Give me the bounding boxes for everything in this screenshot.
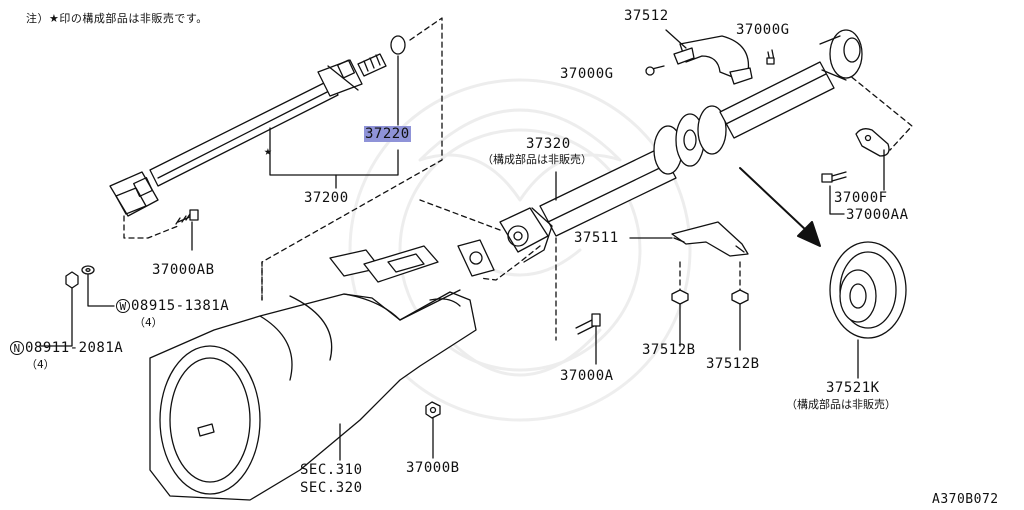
part-label-37000B[interactable]: 37000B (406, 460, 460, 476)
nut-symbol-icon: N (10, 341, 24, 355)
watermark (348, 78, 692, 422)
bracket-37512 (665, 29, 753, 85)
diagram-code: A370B072 (932, 492, 999, 507)
part-label-37512B-a[interactable]: 37512B (642, 342, 696, 358)
part-label-37200[interactable]: 37200 (304, 190, 349, 206)
part-label-37000G-left[interactable]: 37000G (560, 66, 614, 82)
qty-08911: （4） (26, 358, 55, 371)
bolt-37000A (575, 313, 601, 365)
disclaimer-note: 注）★印の構成部品は非販売です。 (26, 12, 208, 25)
bracket-37000F (855, 128, 890, 191)
washer-symbol-icon: W (116, 299, 130, 313)
highlight-37220: 37220 (364, 126, 411, 142)
bearing-37521K (829, 241, 907, 379)
section-ref-310[interactable]: SEC.310 (300, 462, 363, 478)
part-label-37512[interactable]: 37512 (624, 8, 669, 24)
part-note-37521K: （構成部品は非販売） (786, 398, 896, 411)
part-label-37000AA[interactable]: 37000AA (846, 207, 909, 223)
bolt-37000AB (175, 209, 199, 251)
part-note-37320: （構成部品は非販売） (482, 153, 592, 166)
part-label-37512B-b[interactable]: 37512B (706, 356, 760, 372)
part-label-37521K[interactable]: 37521K (826, 380, 880, 396)
section-ref-320[interactable]: SEC.320 (300, 480, 363, 496)
part-label-37320[interactable]: 37320 (526, 136, 571, 152)
part-label-37000A[interactable]: 37000A (560, 368, 614, 384)
part-label-37000AB[interactable]: 37000AB (152, 262, 215, 278)
bolts-37000G (645, 49, 775, 76)
qty-08915: （4） (134, 316, 163, 329)
star-marker: ★ (264, 144, 273, 159)
detail-arrow (739, 167, 821, 247)
part-label-37511[interactable]: 37511 (574, 230, 619, 246)
part-label-37000F[interactable]: 37000F (834, 190, 888, 206)
propeller-shaft-37200 (109, 35, 406, 217)
part-label-37220[interactable]: 37220 (364, 126, 411, 142)
bracket-37511 (629, 221, 749, 257)
nut-and-washer (39, 265, 115, 347)
propeller-shaft-37320 (499, 29, 863, 263)
part-label-37000G-top[interactable]: 37000G (736, 22, 790, 38)
nut-37000B (425, 401, 441, 459)
bolt-37000AA (821, 171, 847, 215)
part-number-08911: 08911-2081A (25, 340, 124, 356)
transmission (149, 239, 495, 501)
nuts-37512B (671, 289, 749, 351)
part-number-08915: 08915-1381A (131, 298, 230, 314)
